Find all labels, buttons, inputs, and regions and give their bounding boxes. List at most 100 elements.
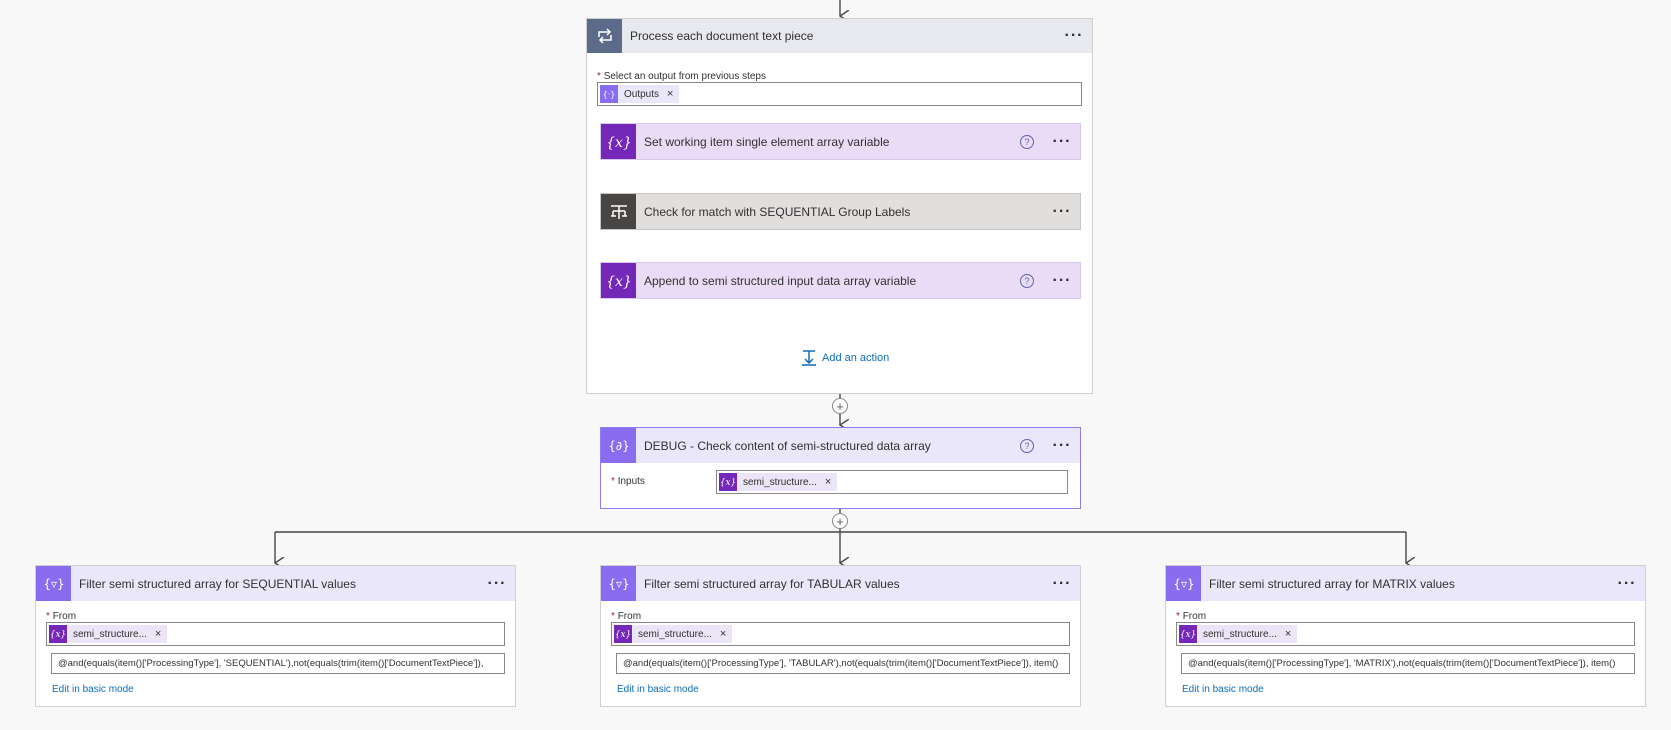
token-label: semi_structure...: [1203, 628, 1277, 640]
required-mark: *: [597, 71, 601, 82]
inputs-field[interactable]: {x} semi_structure... ×: [716, 470, 1068, 494]
condition-icon: [601, 194, 636, 229]
step-append-semi-structured[interactable]: {x} Append to semi structured input data…: [600, 262, 1081, 299]
semi-structured-token[interactable]: {x} semi_structure... ×: [614, 625, 733, 643]
filter-header: {▿} Filter semi structured array for TAB…: [601, 566, 1080, 601]
debug-card[interactable]: {∂} DEBUG - Check content of semi-struct…: [600, 427, 1081, 509]
select-output-label: * Select an output from previous steps: [597, 71, 766, 82]
loop-menu-button[interactable]: ···: [1064, 27, 1084, 44]
step-header: {x} Append to semi structured input data…: [601, 263, 1080, 298]
edit-basic-mode-link[interactable]: Edit in basic mode: [617, 684, 699, 695]
filter-expression-field[interactable]: @and(equals(item()['ProcessingType'], 'M…: [1181, 653, 1635, 674]
outputs-token-label: Outputs: [624, 88, 660, 100]
from-field[interactable]: {x} semi_structure... ×: [611, 622, 1070, 646]
svg-text:{x}: {x}: [608, 135, 630, 151]
required-mark: *: [1176, 611, 1180, 622]
svg-text:{▿}: {▿}: [609, 577, 629, 591]
add-action-button[interactable]: Add an action: [800, 349, 889, 367]
help-icon[interactable]: ?: [1020, 438, 1034, 453]
help-icon[interactable]: ?: [1020, 273, 1034, 288]
filter-title: Filter semi structured array for TABULAR…: [644, 576, 900, 591]
filter-card-sequential[interactable]: {▿} Filter semi structured array for SEQ…: [35, 565, 516, 707]
step-header: {x} Set working item single element arra…: [601, 124, 1080, 159]
filter-icon: {▿}: [1166, 566, 1201, 601]
svg-text:{x}: {x}: [608, 274, 630, 290]
data-operation-icon: {∂}: [601, 428, 636, 463]
add-action-label: Add an action: [822, 352, 890, 364]
remove-token-icon[interactable]: ×: [667, 88, 674, 100]
remove-token-icon[interactable]: ×: [154, 628, 162, 640]
token-label: semi_structure...: [638, 628, 712, 640]
svg-text:{x}: {x}: [615, 630, 631, 640]
data-operation-icon: {·}: [600, 85, 618, 103]
variable-icon: {x}: [49, 625, 67, 643]
svg-text:{x}: {x}: [50, 630, 66, 640]
inputs-label-text: Inputs: [617, 476, 645, 487]
step-check-sequential[interactable]: Check for match with SEQUENTIAL Group La…: [600, 193, 1081, 230]
debug-header: {∂} DEBUG - Check content of semi-struct…: [601, 428, 1080, 463]
step-menu-button[interactable]: ···: [1052, 202, 1072, 220]
debug-menu-button[interactable]: ···: [1052, 436, 1072, 454]
from-label: * From: [1176, 611, 1206, 622]
filter-card-tabular[interactable]: {▿} Filter semi structured array for TAB…: [600, 565, 1081, 707]
token-label: semi_structure...: [743, 476, 817, 488]
semi-structured-token[interactable]: {x} semi_structure... ×: [1179, 625, 1298, 643]
step-menu-button[interactable]: ···: [1052, 271, 1072, 289]
inputs-label: * Inputs: [611, 476, 645, 487]
from-field[interactable]: {x} semi_structure... ×: [46, 622, 505, 646]
step-menu-button[interactable]: ···: [1052, 132, 1072, 150]
from-label-text: From: [1182, 611, 1207, 622]
from-label-text: From: [617, 611, 642, 622]
remove-token-icon[interactable]: ×: [719, 628, 727, 640]
from-label: * From: [611, 611, 641, 622]
insert-step-button[interactable]: +: [832, 513, 848, 529]
edit-basic-mode-link[interactable]: Edit in basic mode: [52, 684, 134, 695]
required-mark: *: [46, 611, 50, 622]
debug-title: DEBUG - Check content of semi-structured…: [644, 438, 931, 453]
loop-icon: [587, 19, 622, 53]
loop-header[interactable]: Process each document text piece ···: [587, 19, 1092, 53]
svg-text:{x}: {x}: [1180, 630, 1196, 640]
filter-expression-field[interactable]: @and(equals(item()['ProcessingType'], 'T…: [616, 653, 1070, 674]
semi-structured-token[interactable]: {x} semi_structure... ×: [719, 473, 838, 491]
token-label: semi_structure...: [73, 628, 147, 640]
variable-icon: {x}: [614, 625, 632, 643]
filter-icon: {▿}: [601, 566, 636, 601]
from-label: * From: [46, 611, 76, 622]
insert-step-button[interactable]: +: [832, 398, 848, 414]
svg-text:{▿}: {▿}: [44, 577, 64, 591]
outputs-token[interactable]: {·} Outputs ×: [600, 85, 680, 103]
remove-token-icon[interactable]: ×: [1284, 628, 1292, 640]
filter-expression-field[interactable]: @and(equals(item()['ProcessingType'], 'S…: [51, 653, 505, 674]
svg-text:{∂}: {∂}: [609, 439, 629, 453]
from-field[interactable]: {x} semi_structure... ×: [1176, 622, 1635, 646]
filter-menu-button[interactable]: ···: [1052, 574, 1072, 592]
required-mark: *: [611, 476, 615, 487]
filter-header: {▿} Filter semi structured array for SEQ…: [36, 566, 515, 601]
step-set-working-item[interactable]: {x} Set working item single element arra…: [600, 123, 1081, 160]
step-title: Append to semi structured input data arr…: [644, 273, 917, 288]
edit-basic-mode-link[interactable]: Edit in basic mode: [1182, 684, 1264, 695]
filter-icon: {▿}: [36, 566, 71, 601]
svg-text:{x}: {x}: [720, 478, 736, 488]
semi-structured-token[interactable]: {x} semi_structure... ×: [49, 625, 168, 643]
variable-icon: {x}: [601, 124, 636, 159]
filter-header: {▿} Filter semi structured array for MAT…: [1166, 566, 1645, 601]
svg-text:{▿}: {▿}: [1174, 577, 1194, 591]
variable-icon: {x}: [719, 473, 737, 491]
from-label-text: From: [52, 611, 77, 622]
loop-title: Process each document text piece: [630, 29, 814, 43]
variable-icon: {x}: [601, 263, 636, 298]
filter-menu-button[interactable]: ···: [487, 574, 507, 592]
select-output-field[interactable]: {·} Outputs ×: [597, 82, 1082, 106]
step-title: Set working item single element array va…: [644, 134, 890, 149]
help-icon[interactable]: ?: [1020, 134, 1034, 149]
filter-menu-button[interactable]: ···: [1617, 574, 1637, 592]
filter-title: Filter semi structured array for SEQUENT…: [79, 576, 356, 591]
filter-card-matrix[interactable]: {▿} Filter semi structured array for MAT…: [1165, 565, 1646, 707]
remove-token-icon[interactable]: ×: [824, 476, 832, 488]
add-action-icon: [802, 350, 816, 366]
filter-title: Filter semi structured array for MATRIX …: [1209, 576, 1455, 591]
select-output-label-text: Select an output from previous steps: [603, 71, 766, 82]
svg-text:{·}: {·}: [603, 90, 615, 99]
